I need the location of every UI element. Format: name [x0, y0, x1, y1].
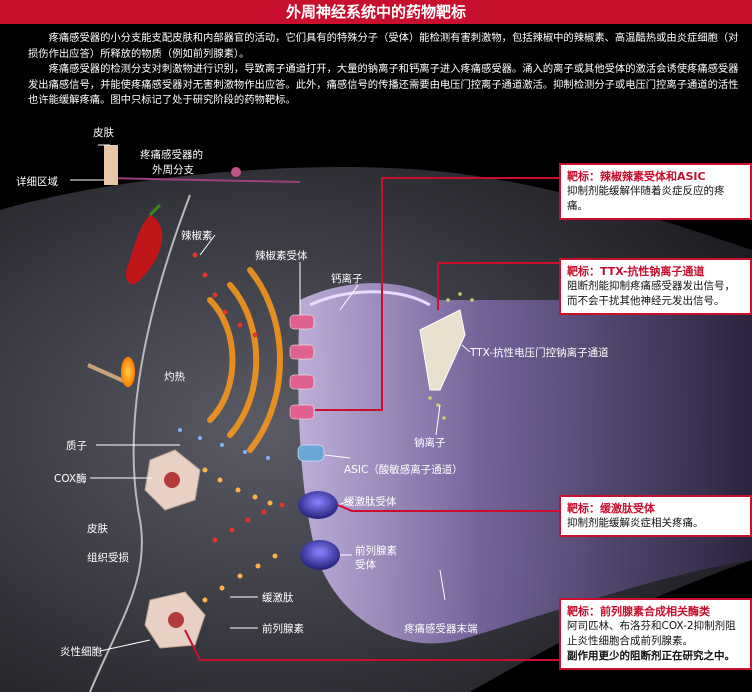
target-box-prostaglandin: 靶标：前列腺素合成相关酶类 阿司匹林、布洛芬和COX-2抑制剂阻止炎性细胞合成前…	[559, 598, 752, 670]
intro-text: 疼痛感受器的小分支能支配皮肤和内部器官的活动，它们具有的特殊分子（受体）能检测有…	[28, 31, 744, 109]
target-note: 副作用更少的阻断剂正在研究之中。	[567, 650, 735, 662]
label-calcium-ion: 钙离子	[331, 273, 363, 285]
label-heat: 灼热	[164, 371, 185, 383]
label-bk-receptor: 缓激肽受体	[344, 496, 397, 508]
label-branch-2: 外周分支	[152, 164, 194, 176]
intro-paragraph: 疼痛感受器的小分支能支配皮肤和内部器官的活动，它们具有的特殊分子（受体）能检测有…	[28, 32, 739, 60]
label-prostaglandin: 前列腺素	[262, 623, 304, 635]
label-tissue-damage: 组织受损	[87, 552, 129, 564]
target-title: 靶标：TTX-抗性钠离子通道	[567, 265, 705, 278]
intro-paragraph: 疼痛感受器的检测分支对刺激物进行识别，导致离子通道打开，大量的钠离子和钙离子进入…	[28, 63, 739, 106]
label-capsaicin: 辣椒素	[181, 230, 213, 242]
chili-pepper	[125, 215, 163, 285]
nociceptor-terminal-shape	[298, 283, 752, 644]
target-body: 抑制剂能缓解伴随着炎症反应的疼痛。	[567, 185, 725, 212]
label-inflammatory-cell: 炎性细胞	[60, 646, 102, 658]
target-box-ttx: 靶标：TTX-抗性钠离子通道 阻断剂能抑制疼痛感受器发出信号，而不会干扰其他神经…	[559, 258, 752, 315]
label-sodium-ion: 钠离子	[414, 437, 446, 449]
label-pg-receptor-1: 前列腺素	[355, 545, 397, 557]
label-pg-receptor-2: 受体	[355, 559, 376, 571]
target-body: 阿司匹林、布洛芬和COX-2抑制剂阻止炎性细胞合成前列腺素。	[567, 620, 736, 647]
target-title: 靶标：辣椒辣素受体和ASIC	[567, 170, 706, 183]
label-detail-area: 详细区域	[16, 176, 58, 188]
label-nociceptor-terminal: 疼痛感受器末端	[404, 623, 478, 635]
page-title: 外周神经系统中的药物靶标	[0, 0, 752, 24]
label-capsaicin-receptor: 辣椒素受体	[255, 250, 308, 262]
label-bradykinin: 缓激肽	[262, 592, 294, 604]
label-asic: ASIC（酸敏感离子通道）	[344, 464, 463, 476]
label-skin-top: 皮肤	[93, 127, 114, 139]
target-body: 阻断剂能抑制疼痛感受器发出信号，而不会干扰其他神经元发出信号。	[567, 280, 735, 307]
label-proton: 质子	[66, 440, 87, 452]
target-box-capsaicin-asic: 靶标：辣椒辣素受体和ASIC 抑制剂能缓解伴随着炎症反应的疼痛。	[559, 163, 752, 220]
target-box-bradykinin: 靶标：缓激肽受体 抑制剂能缓解炎症相关疼痛。	[559, 495, 752, 537]
target-title: 靶标：前列腺素合成相关酶类	[567, 605, 710, 618]
ttx-channel	[419, 309, 466, 391]
label-skin: 皮肤	[87, 523, 108, 535]
target-body: 抑制剂能缓解炎症相关疼痛。	[567, 517, 704, 529]
label-cox: COX酶	[54, 473, 87, 485]
label-ttx-channel: TTX-抗性电压门控钠离子通道	[470, 347, 609, 359]
label-branch-1: 疼痛感受器的	[140, 149, 203, 161]
target-title: 靶标：缓激肽受体	[567, 502, 655, 515]
